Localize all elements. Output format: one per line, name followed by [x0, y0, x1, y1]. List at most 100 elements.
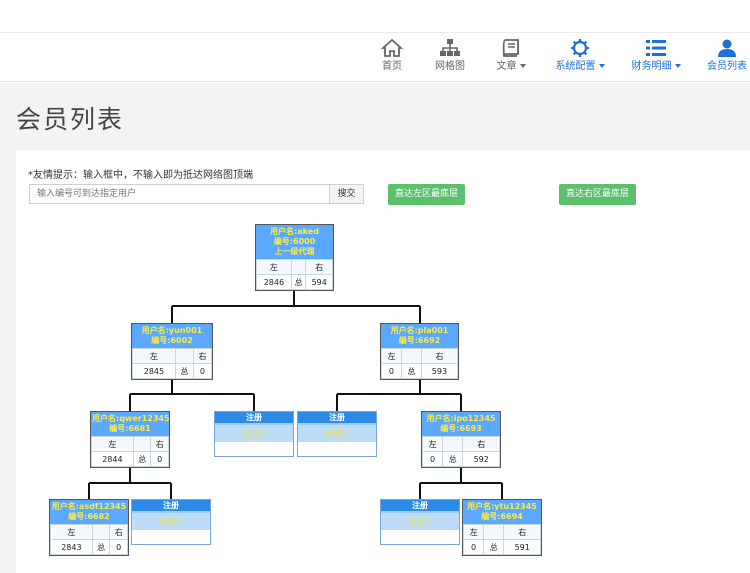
- nav-member-list-label: 会员列表: [707, 61, 747, 72]
- left-label: 左: [421, 436, 444, 452]
- chevron-down-icon: [674, 64, 681, 68]
- total-label: 总: [132, 451, 152, 467]
- right-count: 0: [192, 363, 213, 379]
- member-id: 编号:6694: [481, 512, 523, 521]
- search-button[interactable]: 搜交: [329, 184, 364, 204]
- nav-articles-label: 文章: [496, 61, 517, 72]
- left-label: 左: [50, 524, 93, 540]
- nav-finance-details[interactable]: 财务明细: [630, 38, 682, 78]
- member-username: 用户名:asdf12345: [51, 502, 127, 511]
- home-icon: [381, 38, 403, 57]
- sitemap-icon: [440, 39, 460, 56]
- member-username: 用户名:qwer12345: [92, 414, 169, 423]
- member-node-header: 用户名:ytu12345 编号:6694: [463, 500, 541, 524]
- list-icon: [646, 40, 666, 56]
- right-count: 592: [462, 451, 500, 467]
- member-id: 编号:6681: [109, 424, 151, 433]
- register-slot[interactable]: 注册 添加入: [380, 499, 460, 545]
- nav-home-label: 首页: [382, 61, 402, 72]
- register-link[interactable]: 添加入: [381, 513, 459, 530]
- left-label: 左: [256, 259, 292, 275]
- right-label: 右: [420, 348, 459, 364]
- nav-network-graph[interactable]: 网格图: [433, 38, 467, 78]
- member-id: 编号:6000: [273, 237, 316, 246]
- register-slot[interactable]: 注册 添加入: [297, 411, 377, 457]
- register-header: 注册: [132, 500, 210, 513]
- member-id: 编号:6693: [440, 424, 482, 433]
- left-count: 2845: [132, 363, 176, 379]
- gear-icon: [571, 39, 589, 57]
- nav-home[interactable]: 首页: [377, 38, 407, 78]
- left-label: 左: [462, 524, 485, 540]
- right-count: 594: [305, 274, 333, 290]
- page-title: 会员列表: [16, 105, 125, 134]
- register-slot[interactable]: 注册 添加入: [131, 499, 211, 545]
- member-node-header: 用户名:aked 编号:6000 上一级代理: [256, 225, 333, 259]
- nav-finance-details-label: 财务明细: [631, 61, 672, 72]
- left-label: 左: [91, 436, 134, 452]
- total-label: 总: [174, 363, 194, 379]
- go-left-bottom-button[interactable]: 直达左区最底层: [388, 184, 465, 205]
- right-label: 右: [305, 259, 333, 275]
- left-count: 2846: [256, 274, 292, 290]
- left-count: 2843: [50, 539, 93, 555]
- right-count: 591: [503, 539, 541, 555]
- member-id: 编号:6682: [68, 512, 110, 521]
- navbar-divider: [0, 32, 750, 33]
- right-label: 右: [503, 524, 541, 540]
- member-username: 用户名:ytu12345: [467, 502, 537, 511]
- total-label: 总: [91, 539, 111, 555]
- member-node-header: 用户名:yun001 编号:6002: [132, 324, 212, 348]
- search-input[interactable]: [29, 184, 330, 204]
- member-username: 用户名:pla001: [390, 326, 449, 335]
- nav-articles[interactable]: 文章: [494, 38, 528, 78]
- member-node-header: 用户名:qwer12345 编号:6681: [91, 412, 169, 436]
- member-node-header: 用户名:asdf12345 编号:6682: [50, 500, 128, 524]
- right-count: 593: [420, 363, 459, 379]
- register-link[interactable]: 添加入: [215, 425, 293, 442]
- register-slot[interactable]: 注册 添加入: [214, 411, 294, 457]
- register-link[interactable]: 添加入: [132, 513, 210, 530]
- register-header: 注册: [215, 412, 293, 425]
- nav-system-config[interactable]: 系统配置: [555, 38, 605, 78]
- member-level: 上一级代理: [274, 247, 315, 256]
- page-header: 会员列表: [0, 83, 750, 147]
- right-count: 0: [150, 451, 169, 467]
- chevron-down-icon: [598, 64, 605, 68]
- nav-member-list[interactable]: 会员列表: [707, 38, 747, 78]
- go-right-bottom-button[interactable]: 直达右区最底层: [559, 184, 636, 205]
- right-count: 0: [109, 539, 128, 555]
- chevron-down-icon: [519, 64, 526, 68]
- member-username: 用户名:ipo12345: [426, 414, 496, 423]
- nav-system-config-label: 系统配置: [555, 61, 596, 72]
- right-label: 右: [462, 436, 500, 452]
- right-label: 右: [150, 436, 169, 452]
- left-count: 2844: [91, 451, 134, 467]
- register-header: 注册: [381, 500, 459, 513]
- register-link[interactable]: 添加入: [298, 425, 376, 442]
- member-username: 用户名:aked: [270, 227, 319, 236]
- register-header: 注册: [298, 412, 376, 425]
- total-label: 总: [400, 363, 422, 379]
- left-count: 0: [381, 363, 402, 379]
- nav-network-graph-label: 网格图: [435, 61, 465, 72]
- book-icon: [502, 39, 519, 57]
- top-navbar: [0, 0, 750, 82]
- right-label: 右: [109, 524, 128, 540]
- total-label: 总: [483, 539, 505, 555]
